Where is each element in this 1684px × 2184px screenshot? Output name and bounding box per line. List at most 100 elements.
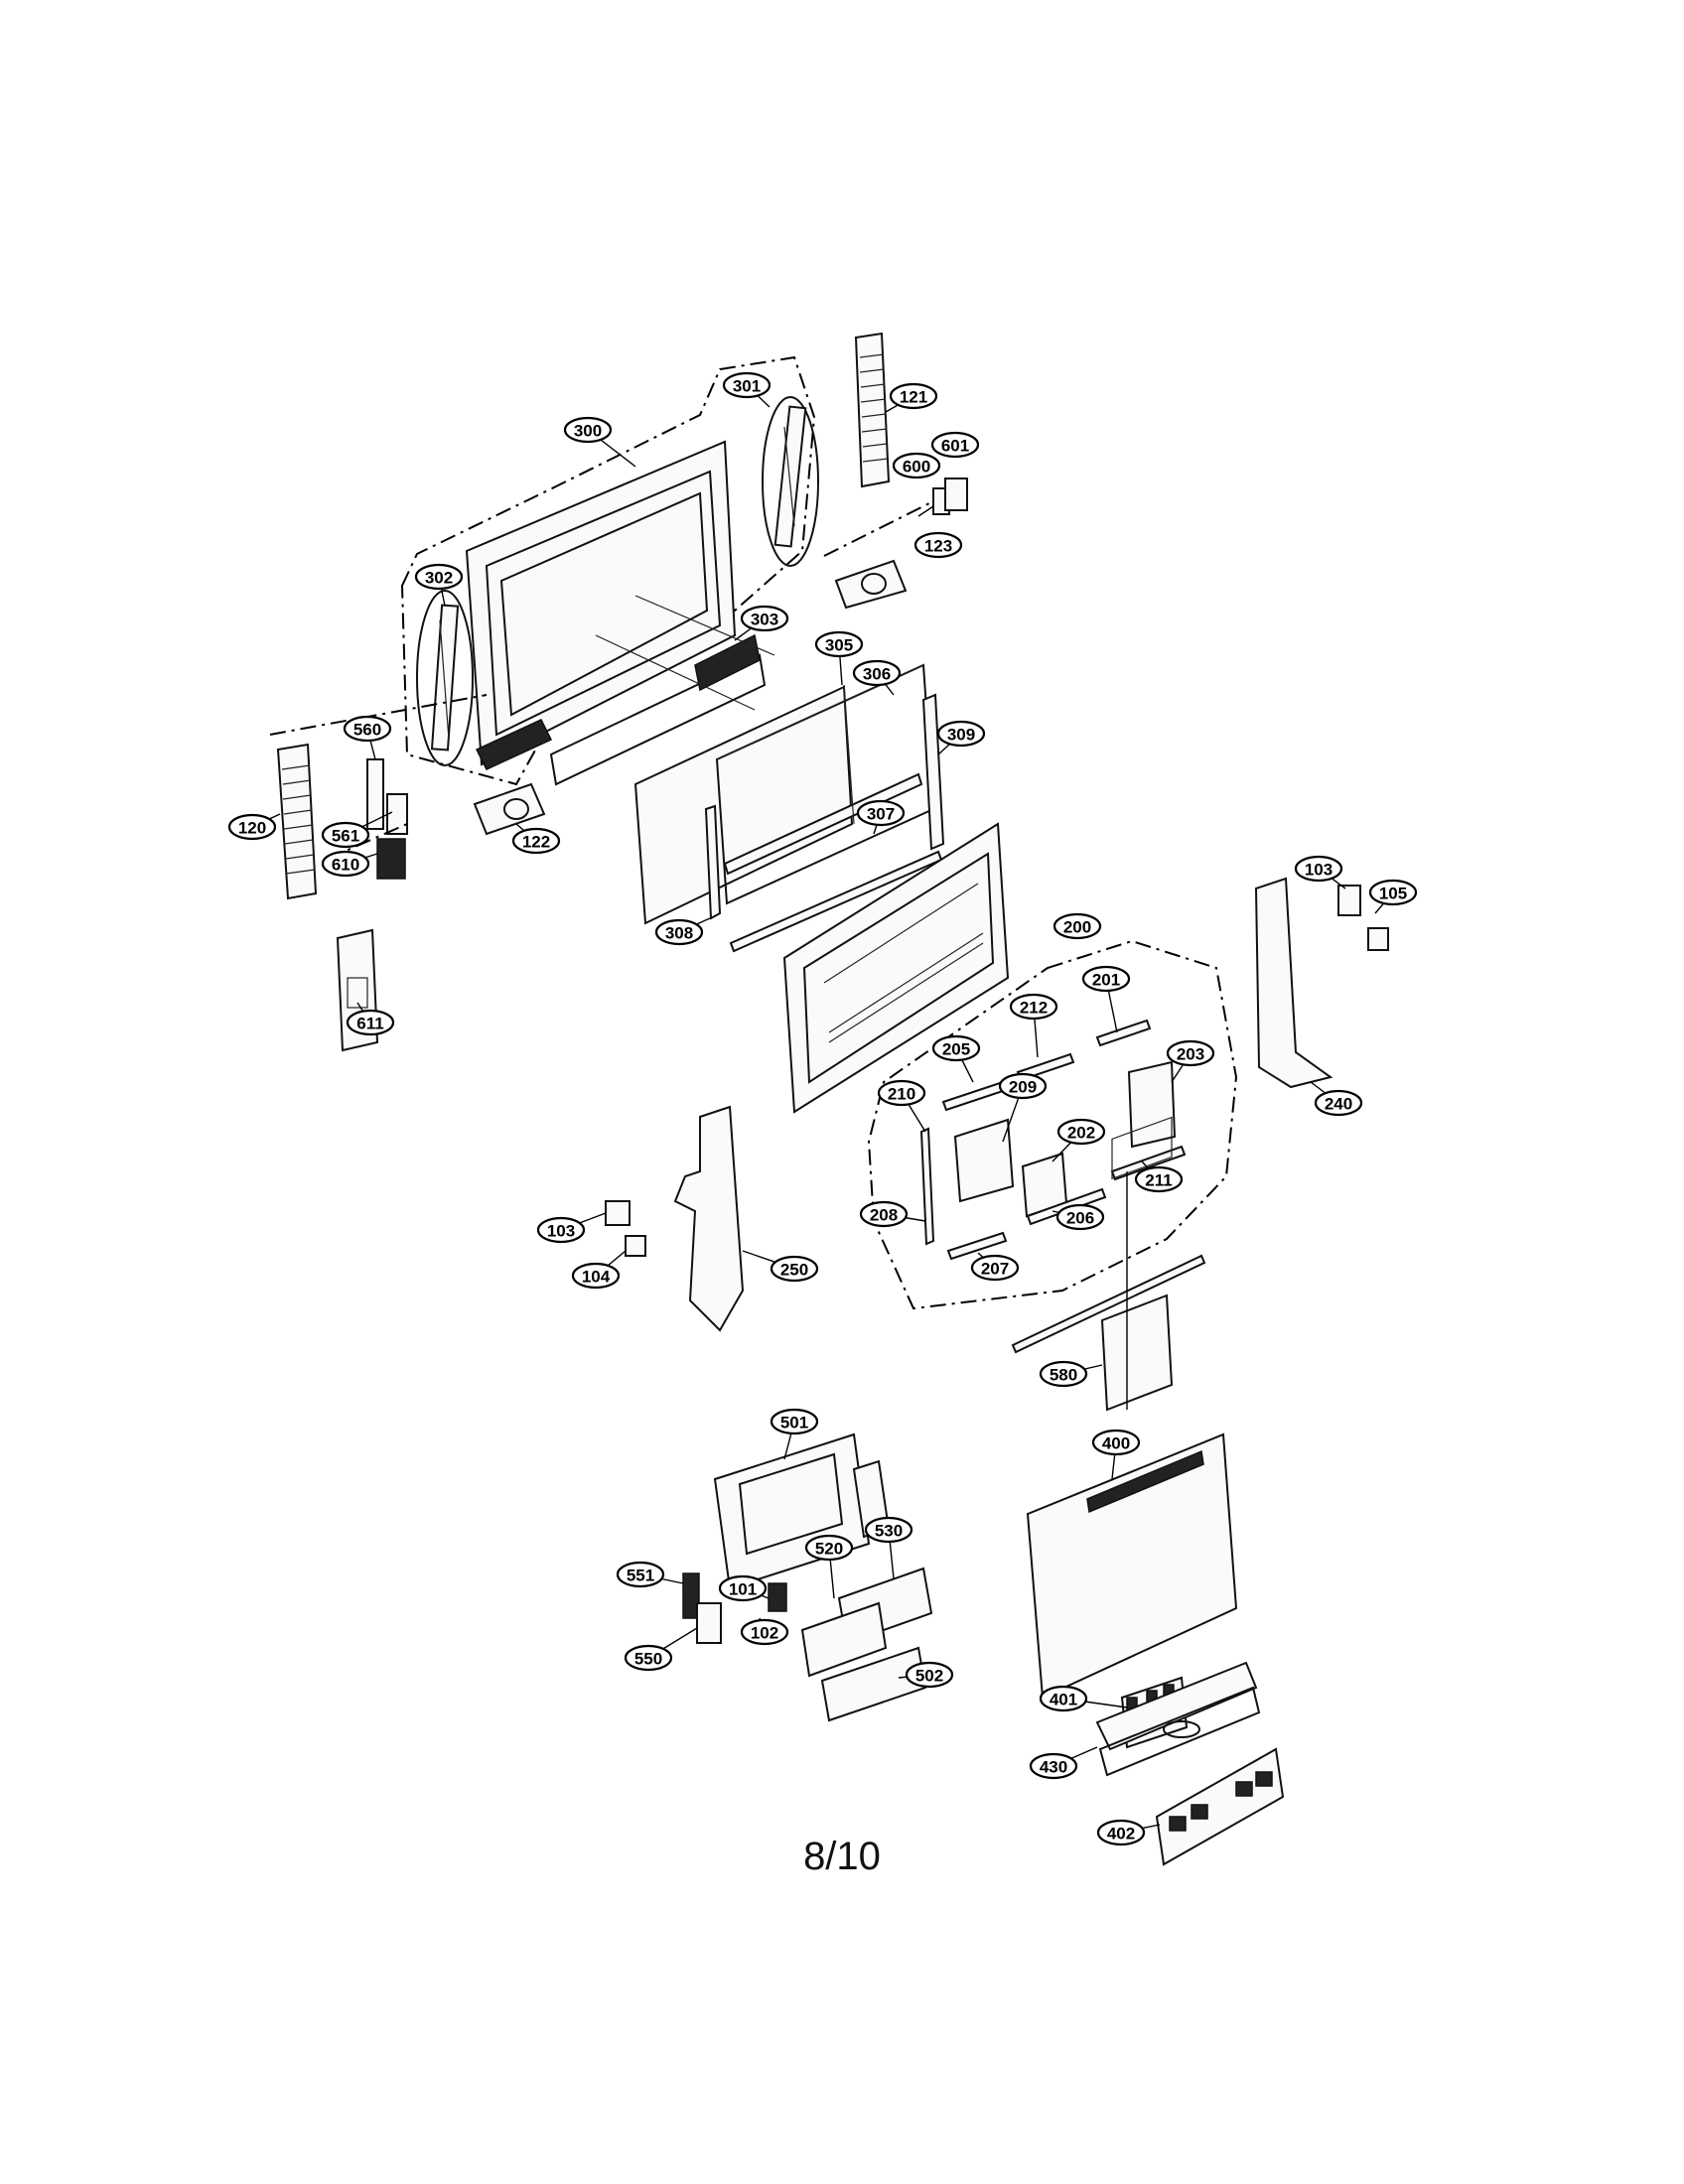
callout-balloon: [936, 720, 986, 748]
callout-number: 300: [574, 422, 602, 441]
callout-number: 308: [665, 924, 693, 943]
callout-number: 104: [582, 1268, 611, 1287]
front-cabinet-group-outline: [400, 355, 816, 786]
callout-401: 401: [1039, 1685, 1088, 1712]
callout-balloon: [740, 605, 789, 632]
callout-550: 550: [624, 1644, 673, 1672]
callout-balloon: [624, 1644, 673, 1672]
callout-number: 400: [1102, 1434, 1130, 1453]
callout-102: 102: [740, 1618, 789, 1646]
callout-number: 502: [915, 1667, 943, 1686]
callout-301: 301: [722, 371, 772, 399]
callout-number: 122: [522, 833, 550, 852]
callout-530: 530: [864, 1516, 913, 1544]
callout-303: 303: [740, 605, 789, 632]
callout-number: 202: [1067, 1124, 1095, 1143]
callout-balloon: [321, 850, 370, 878]
callout-number: 123: [924, 537, 952, 556]
callout-number: 200: [1063, 918, 1091, 937]
callout-104: 104: [571, 1262, 621, 1290]
callout-400: 400: [1091, 1429, 1141, 1456]
callout-600: 600: [892, 452, 941, 479]
callout-610: 610: [321, 850, 370, 878]
callout-balloon: [511, 827, 561, 855]
callout-206: 206: [1055, 1203, 1105, 1231]
callout-580: 580: [1039, 1360, 1088, 1388]
panel-glass-305: [633, 685, 854, 925]
board-580: [1011, 1171, 1206, 1412]
side-board-560-561-610: [366, 758, 408, 880]
callout-103b: 103: [536, 1216, 586, 1244]
callout-balloon: [889, 382, 938, 410]
callout-200: 200: [1052, 912, 1102, 940]
parts-551-550-101-102: [682, 1572, 787, 1644]
speaker-grille-right: [854, 332, 891, 488]
callout-number: 102: [751, 1624, 778, 1643]
frame-group-outline: [867, 939, 1238, 1310]
side-bracket-right: [762, 396, 819, 567]
callout-105: 105: [1368, 879, 1418, 906]
callout-number: 210: [888, 1085, 915, 1104]
callout-number: 211: [1145, 1171, 1172, 1190]
callout-balloon: [1368, 879, 1418, 906]
callout-205: 205: [931, 1034, 981, 1062]
board-502: [820, 1646, 927, 1722]
callout-306: 306: [852, 659, 902, 687]
callout-balloon: [1091, 1429, 1141, 1456]
callout-number: 121: [900, 388, 927, 407]
callout-number: 551: [627, 1567, 654, 1585]
callout-balloon: [770, 1255, 819, 1283]
callout-balloon: [905, 1661, 954, 1689]
callout-number: 205: [942, 1040, 970, 1059]
callout-123: 123: [913, 531, 963, 559]
callout-202: 202: [1056, 1118, 1106, 1146]
callout-balloon: [856, 799, 906, 827]
speaker-right: [834, 559, 908, 610]
callout-balloon: [1029, 1752, 1078, 1780]
main-frame: [782, 822, 1010, 1114]
callout-balloon: [814, 630, 864, 658]
callout-430: 430: [1029, 1752, 1078, 1780]
callout-number: 611: [356, 1015, 383, 1033]
callout-122: 122: [511, 827, 561, 855]
side-bracket-240: [1254, 877, 1389, 1089]
callout-120: 120: [227, 813, 277, 841]
callout-number: 207: [981, 1260, 1009, 1279]
callout-number: 550: [634, 1650, 662, 1669]
callout-balloon: [930, 431, 980, 459]
panel-side-309: [921, 693, 945, 851]
callout-number: 240: [1325, 1095, 1352, 1114]
callout-number: 402: [1107, 1825, 1135, 1843]
callout-number: 208: [870, 1206, 898, 1225]
callout-103a: 103: [1294, 855, 1343, 883]
callout-number: 610: [332, 856, 359, 875]
callout-balloon: [998, 1072, 1048, 1100]
callout-balloon: [321, 821, 370, 849]
callout-balloon: [346, 1009, 395, 1036]
stand-430: [1095, 1661, 1261, 1777]
callout-561: 561: [321, 821, 370, 849]
callout-number: 307: [867, 805, 895, 824]
callout-number: 306: [863, 665, 891, 684]
front-cabinet: [465, 440, 775, 786]
callout-balloon: [1009, 993, 1058, 1021]
callout-101: 101: [718, 1574, 768, 1602]
callout-number: 250: [780, 1261, 808, 1280]
callout-number: 303: [751, 611, 778, 629]
callout-balloon: [892, 452, 941, 479]
main-board-501: [713, 1433, 891, 1590]
callout-307: 307: [856, 799, 906, 827]
callout-balloon: [718, 1574, 768, 1602]
callout-balloon: [877, 1079, 926, 1107]
board-530-520: [800, 1567, 933, 1678]
callout-208: 208: [859, 1200, 909, 1228]
callout-number: 201: [1092, 971, 1120, 990]
callout-number: 601: [941, 437, 969, 456]
callout-balloon: [804, 1534, 854, 1562]
callout-balloon: [1055, 1203, 1105, 1231]
speaker-grille-left: [276, 743, 318, 900]
callout-balloon: [1039, 1685, 1088, 1712]
callout-balloon: [343, 715, 392, 743]
